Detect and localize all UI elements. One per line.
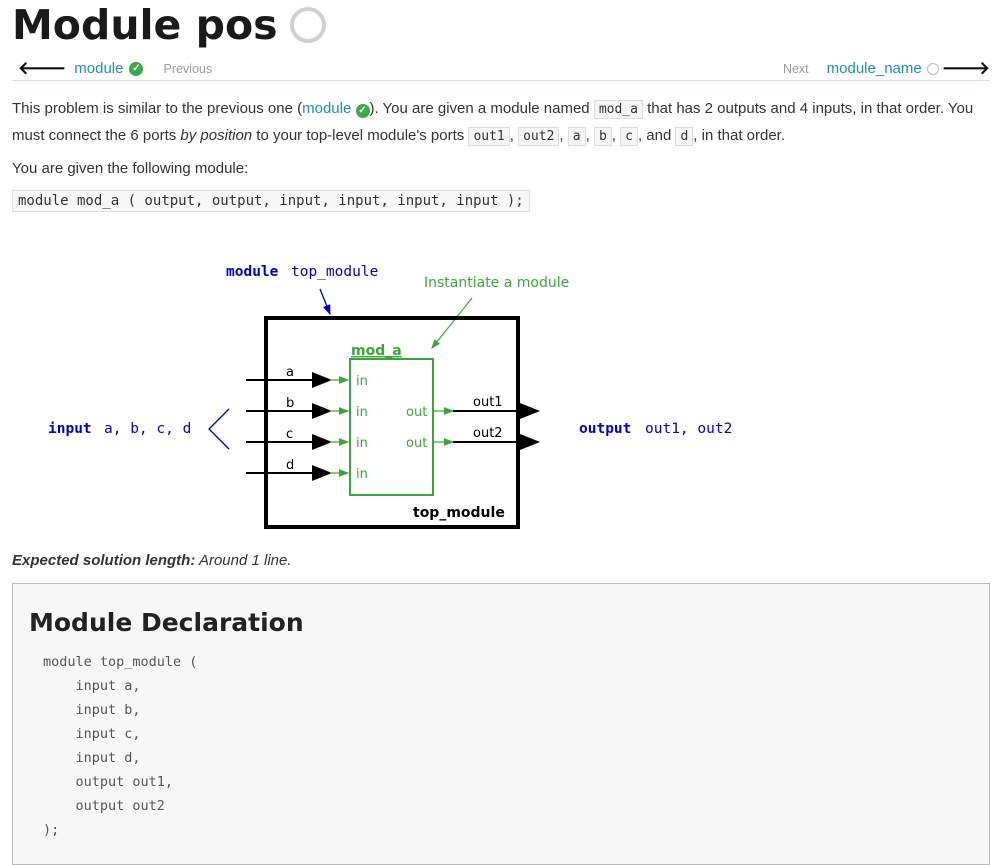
code-a: a xyxy=(567,127,586,146)
expected-solution-length: Expected solution length: Around 1 line. xyxy=(12,552,292,569)
input-list: a, b, c, d xyxy=(104,421,191,437)
expected-value: Around 1 line. xyxy=(198,552,292,569)
wire-label-a: a xyxy=(286,365,294,380)
output-list: out1, out2 xyxy=(645,421,732,437)
code-d: d xyxy=(675,127,694,146)
navigation-bar: 🡐 module ✓ Previous Next module_name 🡒 xyxy=(12,52,990,81)
declaration-code: module top_module ( input a, input b, in… xyxy=(43,654,198,838)
next-problem-link[interactable]: module_name xyxy=(826,60,922,77)
mod-a-label: mod_a xyxy=(351,343,402,359)
status-circle-icon xyxy=(289,7,326,43)
output-wires xyxy=(433,403,540,450)
next-label: Next xyxy=(782,61,809,76)
module-link[interactable]: module xyxy=(302,100,352,117)
text-segment: that has 2 outputs and 4 inputs, in that… xyxy=(12,100,974,144)
top-module-name: top_module xyxy=(291,264,378,280)
top-module-box xyxy=(264,316,520,529)
in-port-label: in xyxy=(356,405,368,420)
incomplete-circle-icon xyxy=(926,62,939,75)
nav-previous: 🡐 module ✓ Previous xyxy=(18,58,212,79)
expected-label: Expected solution length: xyxy=(12,552,196,569)
text-segment: , and xyxy=(637,127,676,144)
code-mod-a: mod_a xyxy=(593,100,643,119)
page-title: Module pos xyxy=(12,0,326,50)
annotation-text: Instantiate a module xyxy=(424,275,569,291)
emphasis-text: by position xyxy=(180,127,253,144)
mod-a-box xyxy=(349,358,434,496)
in-port-label: in xyxy=(356,436,368,451)
previous-label: Previous xyxy=(163,61,213,76)
wire-label-b: b xyxy=(286,396,294,411)
prev-problem-link[interactable]: module xyxy=(74,60,124,77)
code-out2: out2 xyxy=(518,127,560,146)
check-circle-icon: ✓ xyxy=(129,61,144,76)
given-module-code: module mod_a ( output, output, input, in… xyxy=(12,190,530,212)
arrow-left-icon[interactable]: 🡐 xyxy=(18,58,67,78)
module-diagram: module top_module Instantiate a module i… xyxy=(48,264,732,529)
wire-label-out2: out2 xyxy=(473,426,503,441)
in-port-label: in xyxy=(356,467,368,482)
input-keyword: input xyxy=(48,421,92,437)
box-label: top_module xyxy=(413,505,505,521)
code-b: b xyxy=(593,127,612,146)
code-out1: out1 xyxy=(468,127,510,146)
given-text: You are given the following module: xyxy=(12,160,249,177)
text-segment: ). You are given a module named xyxy=(369,100,594,117)
input-wires xyxy=(246,372,350,481)
declaration-heading: Module Declaration xyxy=(29,608,304,637)
arrow-right-icon[interactable]: 🡒 xyxy=(941,58,990,78)
out-port-label: out xyxy=(406,436,427,451)
text-segment: This problem is similar to the previous … xyxy=(12,100,303,117)
text-segment: , in that order. xyxy=(693,127,786,144)
wire-label-out1: out1 xyxy=(473,395,503,410)
output-keyword: output xyxy=(579,421,631,437)
wire-label-c: c xyxy=(286,427,293,442)
wire-label-d: d xyxy=(286,458,294,473)
module-keyword: module xyxy=(226,264,279,280)
code-c: c xyxy=(620,127,638,146)
pointer-arrow xyxy=(319,288,331,316)
problem-description: This problem is similar to the previous … xyxy=(12,100,974,146)
check-circle-icon: ✓ xyxy=(355,104,370,118)
nav-next: Next module_name 🡒 xyxy=(783,58,990,79)
page-title-text: Module pos xyxy=(12,1,278,49)
module-declaration-panel: Module Declaration module top_module ( i… xyxy=(12,583,990,865)
text-segment: to your top-level module's ports xyxy=(252,127,469,144)
brace xyxy=(208,408,230,450)
out-port-label: out xyxy=(406,405,427,420)
in-port-label: in xyxy=(356,374,368,389)
pointer-arrow xyxy=(431,297,473,349)
